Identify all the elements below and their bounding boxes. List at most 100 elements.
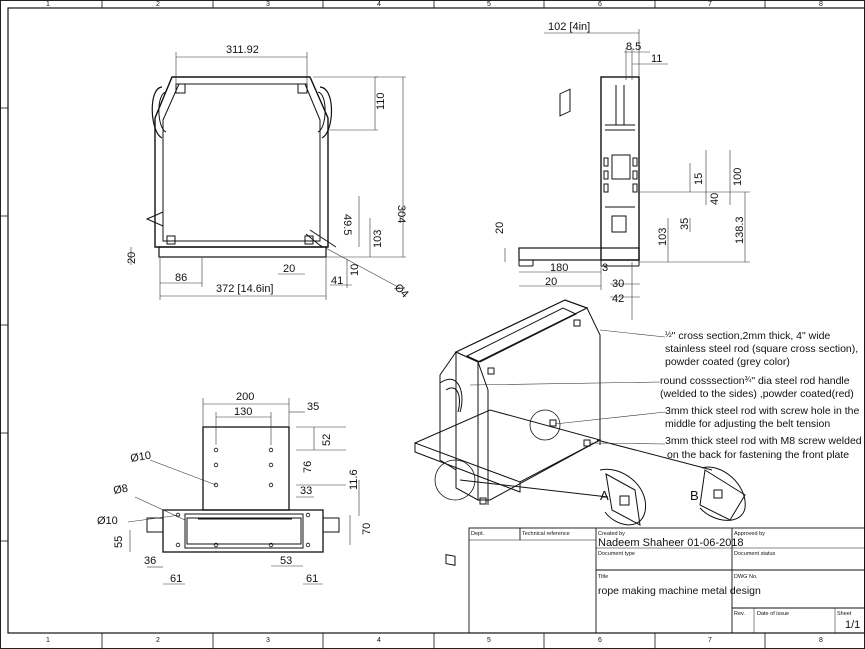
grid-col-5: 5: [487, 1, 491, 8]
tb-sheet: 1/1: [845, 619, 860, 631]
grid-col-2-bottom: 2: [156, 637, 160, 644]
grid-labels-top: 1 2 3 4 5 6 7 8: [46, 1, 823, 8]
top-view-dims: 200 130 35 52 Ø10 76 11.6 Ø8 33 Ø10 70 5…: [97, 391, 373, 585]
tb-title: rope making machine metal design: [598, 585, 761, 597]
note-2-frac: ¾: [745, 375, 752, 384]
note-2-text-1: round cosssection: [660, 375, 745, 387]
dim-33: 33: [300, 485, 312, 497]
grid-col-1: 1: [46, 1, 50, 8]
grid-ticks: [0, 0, 766, 649]
detail-label-b: B: [690, 488, 699, 503]
notes: ½" cross section,2mm thick, 4" wide stai…: [660, 330, 862, 461]
dim-138-3: 138.3: [734, 216, 746, 244]
tb-approved-by-label: Approved by: [734, 531, 765, 537]
top-view: [146, 426, 340, 553]
dim-40: 40: [709, 193, 721, 205]
grid-col-6: 6: [598, 1, 602, 8]
dim-86: 86: [175, 272, 187, 284]
dim-49-5: 49.5: [341, 214, 353, 235]
dim-20-left: 20: [126, 252, 138, 264]
dim-102: 102 [4in]: [548, 21, 590, 33]
grid-col-4: 4: [377, 1, 381, 8]
note-1-text-1: " cross section,2mm thick, 4" wide: [672, 330, 831, 342]
side-view-dims: 102 [4in] 8.5 11 15 40 100 35 103 138.3 …: [494, 21, 746, 305]
dim-20-side-bottom: 20: [545, 276, 557, 288]
note-4-line-1: 3mm thick steel rod with M8 screw welded: [665, 435, 862, 447]
isometric-view: [413, 88, 746, 566]
tb-dwg-no-label: DWG No.: [734, 574, 758, 580]
note-1-frac: ½: [665, 330, 672, 339]
tb-rev-label: Rev.: [734, 611, 745, 617]
side-view-dimlines: [504, 29, 750, 320]
note-2-text-2: " dia steel rod handle: [751, 375, 849, 387]
dim-11-6: 11.6: [348, 469, 360, 490]
tb-doc-type-label: Document type: [598, 551, 635, 557]
note-4-line-2: on the back for fastening the front plat…: [667, 449, 849, 461]
note-1-line-3: powder coated (grey color): [665, 356, 790, 368]
dim-70: 70: [361, 523, 373, 535]
dim-dia-8: Ø8: [112, 483, 129, 497]
dim-dia-10-side: Ø10: [97, 515, 118, 527]
dim-8-5: 8.5: [626, 41, 641, 53]
dim-103: 103: [372, 230, 384, 248]
dim-76: 76: [302, 461, 314, 473]
dim-10: 10: [349, 264, 361, 276]
dim-3: 3: [602, 262, 608, 274]
dim-20-side: 20: [494, 222, 506, 234]
dim-42: 42: [612, 293, 624, 305]
dim-20-bottom: 20: [283, 263, 295, 275]
front-view: [145, 76, 337, 258]
dim-53: 53: [280, 555, 292, 567]
tb-doc-status-label: Document status: [734, 551, 776, 557]
grid-labels-bottom: 1 2 3 4 5 6 7 8: [46, 637, 823, 644]
grid-col-2: 2: [156, 1, 160, 8]
top-view-dimlines: [127, 398, 360, 585]
title-block-text: Dept. Technical reference Created by Nad…: [471, 531, 860, 631]
dim-15: 15: [693, 173, 705, 185]
dim-41: 41: [331, 275, 343, 287]
grid-col-8-bottom: 8: [819, 637, 823, 644]
grid-col-7-bottom: 7: [708, 637, 712, 644]
dim-36: 36: [144, 555, 156, 567]
dim-110: 110: [375, 92, 387, 110]
note-3-line-2: middle for adjusting the belt tension: [665, 418, 830, 430]
dim-311-92: 311.92: [226, 44, 259, 56]
dim-130: 130: [234, 406, 252, 418]
dim-103-side: 103: [657, 228, 669, 246]
dim-100: 100: [732, 168, 744, 186]
side-view: [518, 76, 640, 267]
iso-detail-labels: A B: [600, 488, 699, 503]
detail-label-a: A: [600, 488, 609, 503]
note-1-line-2: stainless steel rod (square cross sectio…: [665, 343, 858, 355]
drawing-frame: [7, 7, 865, 634]
dim-dia-10-top: Ø10: [129, 450, 152, 465]
title-block: [468, 527, 865, 634]
dim-61-right: 61: [306, 573, 318, 585]
grid-col-3: 3: [266, 1, 270, 8]
note-1-line-1: ½" cross section,2mm thick, 4" wide: [665, 330, 830, 342]
front-view-dims: 311.92 110 304 49.5 103 20 86 20 41 10 3…: [126, 44, 411, 301]
grid-col-3-bottom: 3: [266, 637, 270, 644]
dim-200: 200: [236, 391, 254, 403]
iso-leader-lines: [469, 329, 666, 445]
dim-372: 372 [14.6in]: [216, 283, 274, 295]
grid-col-6-bottom: 6: [598, 637, 602, 644]
dim-35: 35: [679, 218, 691, 230]
dim-52: 52: [321, 434, 333, 446]
tb-title-label: Title: [598, 574, 608, 580]
tb-created-by-label: Created by: [598, 531, 625, 537]
front-view-dimlines: [130, 52, 406, 300]
tb-date-label: Date of issue: [757, 611, 789, 617]
dim-304: 304: [395, 205, 407, 223]
grid-col-8: 8: [819, 1, 823, 8]
note-2-line-1: round cosssection¾" dia steel rod handle: [660, 375, 850, 387]
tb-created-by: Nadeem Shaheer 01-06-2018: [598, 537, 744, 549]
grid-col-4-bottom: 4: [377, 637, 381, 644]
grid-col-1-bottom: 1: [46, 637, 50, 644]
tb-tech-ref-label: Technical reference: [522, 531, 570, 537]
tb-sheet-label: Sheet: [837, 611, 852, 617]
grid-col-5-bottom: 5: [487, 637, 491, 644]
dim-35-top: 35: [307, 401, 319, 413]
